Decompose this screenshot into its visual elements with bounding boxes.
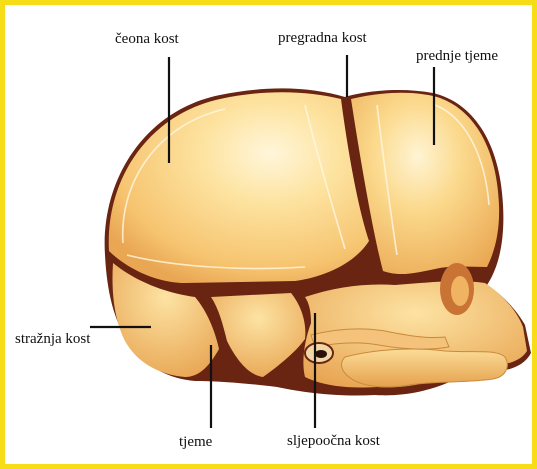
- label-anterior-fontanelle: prednje tjeme: [416, 48, 498, 64]
- mandible: [342, 349, 508, 387]
- label-septal-bone: pregradna kost: [278, 30, 367, 46]
- label-frontal-bone: čeona kost: [115, 31, 179, 47]
- label-parietal-bone: tjeme: [179, 434, 212, 450]
- ear-canal: [315, 350, 327, 358]
- eye-orbit-inner: [451, 276, 469, 306]
- label-temporal-bone: sljepoočna kost: [287, 433, 380, 449]
- label-occipital-bone: stražnja kost: [15, 331, 90, 347]
- infant-skull-illustration: [5, 5, 537, 469]
- frontal-bone: [109, 92, 369, 283]
